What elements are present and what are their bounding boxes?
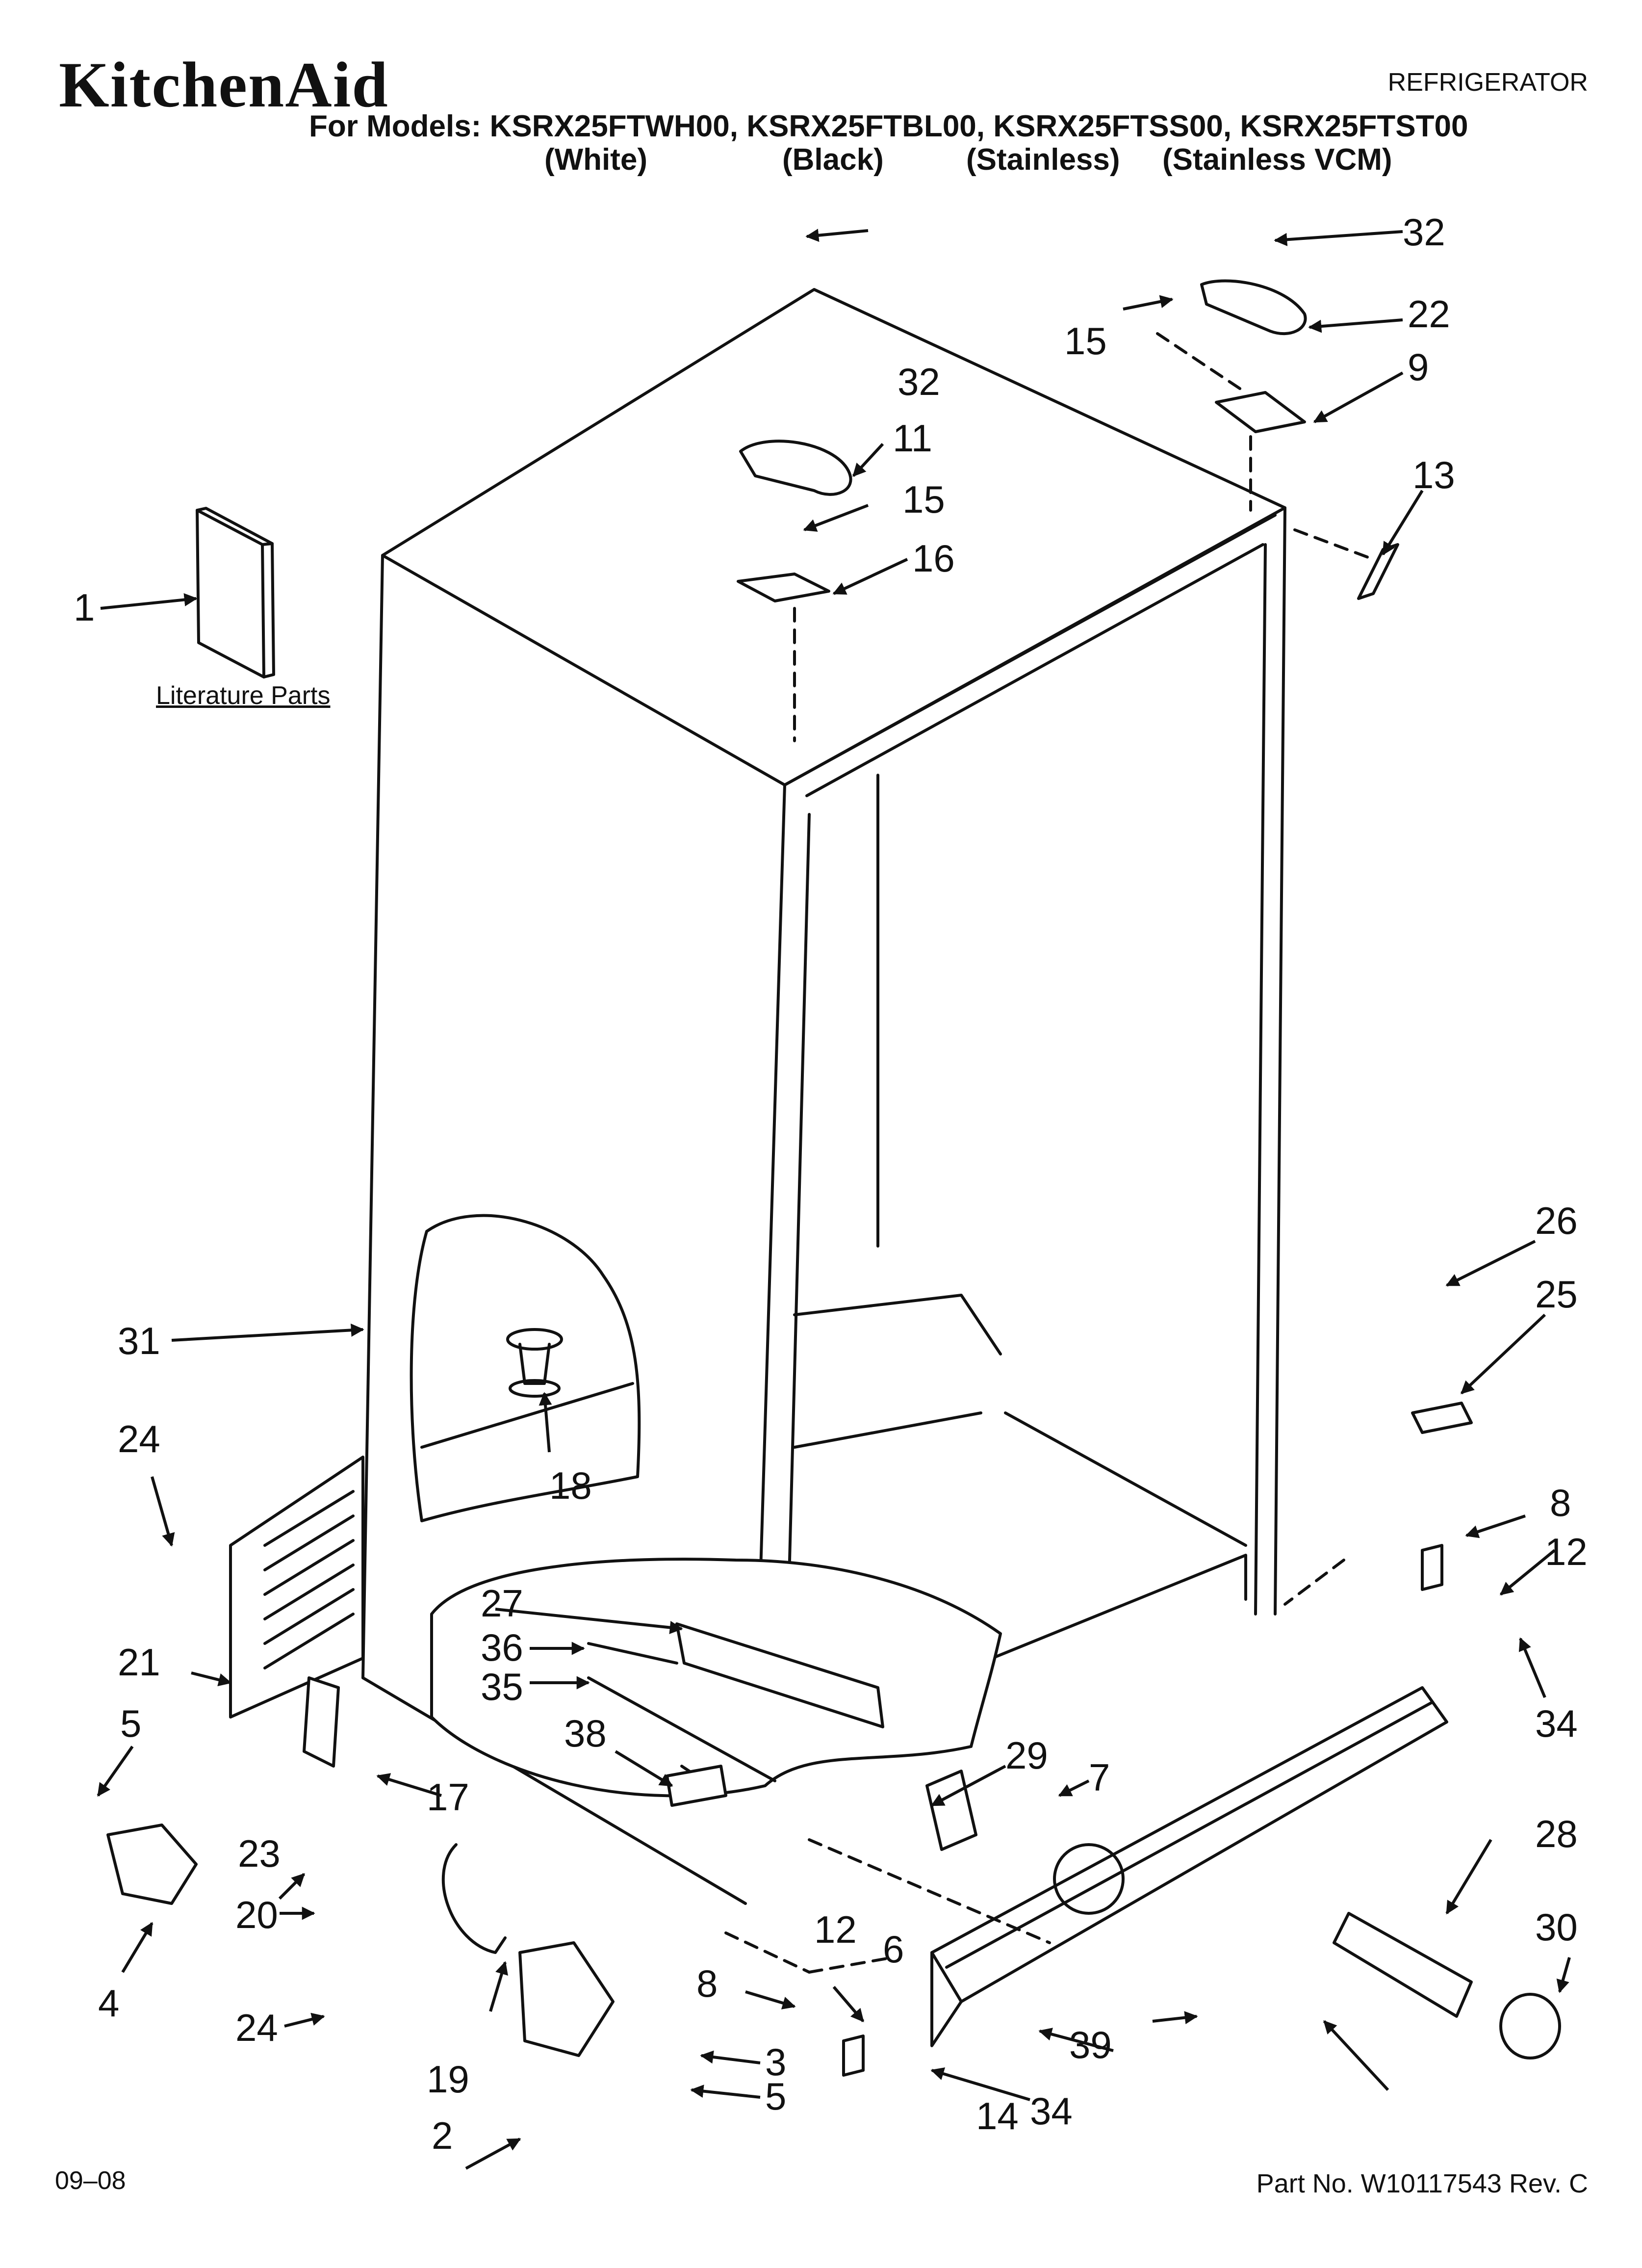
callout-5b: 5	[765, 2075, 786, 2118]
small-parts	[106, 543, 1473, 2077]
callout-32b: 32	[898, 360, 940, 403]
callout-30: 30	[1535, 1905, 1578, 1949]
callout-8a: 8	[1550, 1481, 1571, 1524]
callout-32a: 32	[1403, 210, 1445, 254]
variant-black: (Black)	[782, 143, 884, 177]
literature-parts-label: Literature Parts	[156, 681, 331, 710]
callout-6: 6	[883, 1928, 904, 1971]
callout-2: 2	[432, 2114, 453, 2157]
callout-22: 22	[1408, 292, 1450, 336]
callout-19: 19	[427, 2058, 469, 2101]
callout-15a: 15	[1064, 319, 1107, 363]
callout-24b: 24	[235, 2006, 278, 2049]
callout-27: 27	[481, 1582, 523, 1625]
callout-12b: 12	[814, 1908, 857, 1951]
callout-9: 9	[1408, 345, 1429, 389]
water-filter	[1333, 1912, 1561, 2059]
callout-3: 3	[765, 2040, 786, 2084]
top-right-hinge	[1156, 279, 1307, 512]
callout-39: 39	[1069, 2023, 1112, 2066]
callout-34b: 34	[1030, 2089, 1073, 2133]
base-grille	[930, 1686, 1448, 2047]
callout-4: 4	[98, 1981, 119, 2025]
callout-5a: 5	[120, 1702, 141, 1745]
callout-34a: 34	[1535, 1702, 1578, 1745]
assembly-lines	[724, 528, 1375, 1974]
callout-14: 14	[976, 2094, 1019, 2138]
variant-stainless: (Stainless)	[966, 143, 1120, 177]
callout-16: 16	[912, 537, 955, 580]
callout-26: 26	[1535, 1199, 1578, 1242]
callout-labels: 1 2 3 4 5 5 6 7 8 8 9 11 12 12 13 14 15 …	[74, 210, 1588, 2157]
callout-1: 1	[74, 586, 95, 629]
callout-11: 11	[893, 417, 932, 460]
variant-white: (White)	[544, 143, 648, 177]
callout-12a: 12	[1545, 1530, 1588, 1573]
callout-20: 20	[235, 1893, 278, 1936]
literature-booklet	[196, 507, 275, 678]
appliance-type: REFRIGERATOR	[1387, 68, 1588, 97]
callout-17: 17	[427, 1775, 469, 1819]
top-left-hinge	[737, 440, 852, 742]
variant-stainless-vcm: (Stainless VCM)	[1162, 143, 1392, 177]
revision-date: 09–08	[55, 2166, 126, 2195]
brand-logo: KitchenAid	[59, 49, 389, 121]
vent-panel	[229, 1456, 364, 1719]
models-line: For Models: KSRX25FTWH00, KSRX25FTBL00, …	[309, 109, 1468, 143]
callout-36: 36	[481, 1626, 523, 1669]
callout-18: 18	[549, 1464, 592, 1507]
callout-7: 7	[1089, 1756, 1110, 1799]
callout-23: 23	[238, 1832, 281, 1875]
callout-13: 13	[1412, 453, 1455, 496]
part-number: Part No. W10117543 Rev. C	[1256, 2169, 1588, 2198]
callout-25: 25	[1535, 1273, 1578, 1316]
callout-15b: 15	[902, 478, 945, 521]
callout-31: 31	[118, 1319, 160, 1362]
cutaway-view	[410, 1214, 641, 1522]
callout-8b: 8	[696, 1962, 718, 2005]
callout-28: 28	[1535, 1812, 1578, 1855]
callout-35: 35	[481, 1665, 523, 1708]
callout-38: 38	[564, 1712, 607, 1755]
callout-29: 29	[1005, 1734, 1048, 1777]
callout-21: 21	[118, 1641, 160, 1684]
callout-24a: 24	[118, 1417, 160, 1460]
leader-arrows	[97, 229, 1571, 2170]
